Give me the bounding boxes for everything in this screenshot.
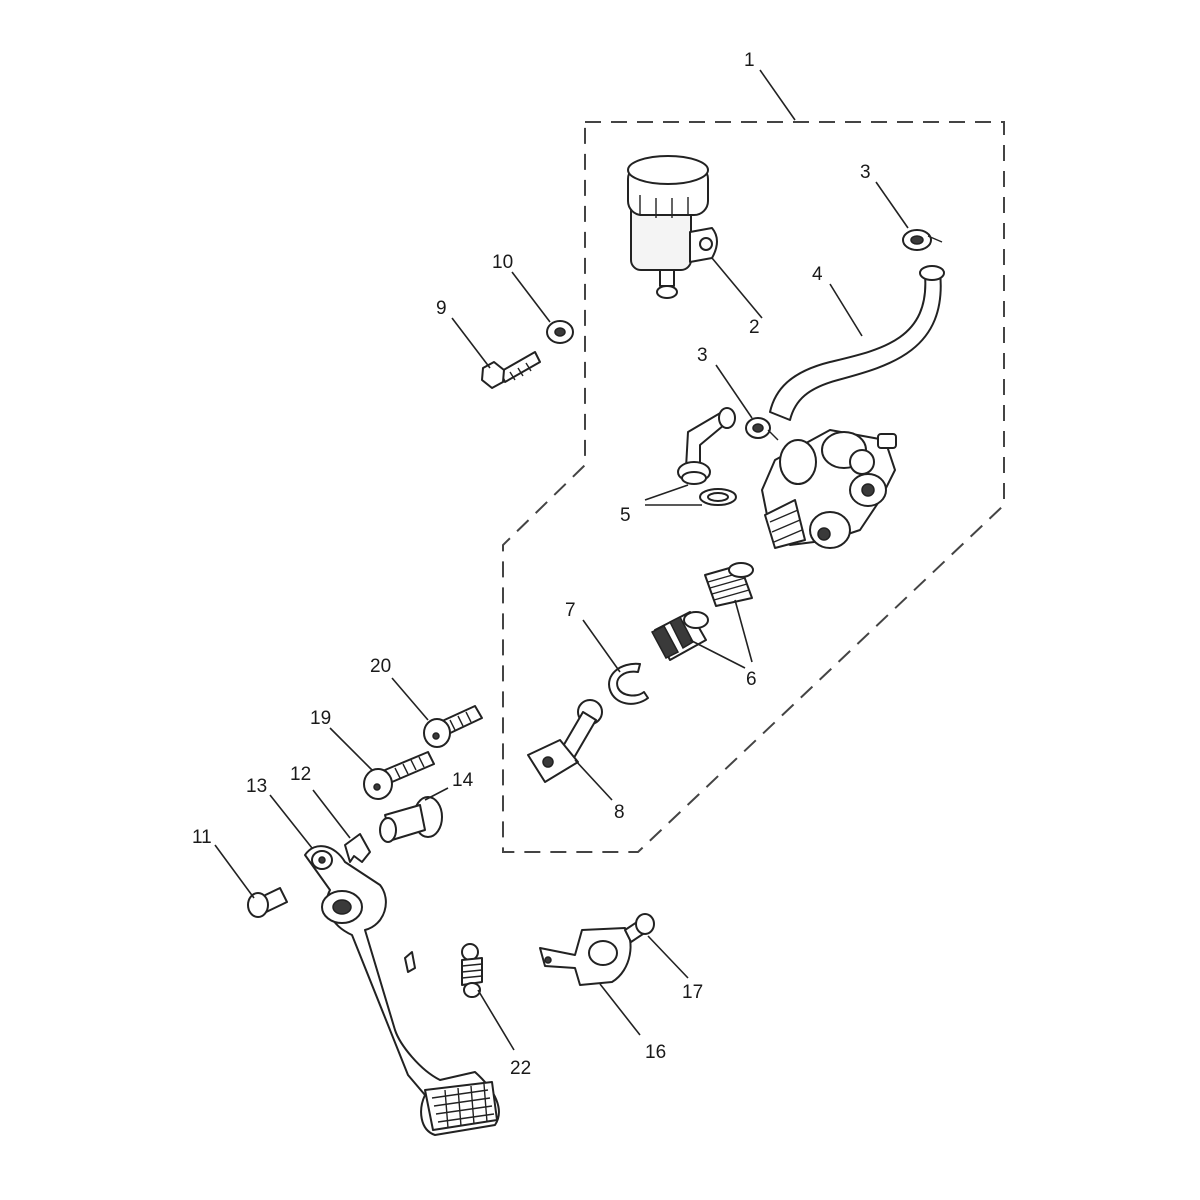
part-hose-clip-lower — [745, 417, 779, 441]
part-circlip — [608, 662, 649, 705]
leader-lines — [214, 69, 909, 1051]
callout-12: 12 — [290, 764, 311, 785]
callout-4: 4 — [812, 264, 823, 285]
callout-6: 6 — [746, 669, 757, 690]
callout-19: 19 — [310, 708, 331, 729]
callout-14: 14 — [452, 770, 474, 791]
callout-11: 11 — [192, 827, 212, 848]
callout-22: 22 — [510, 1058, 531, 1079]
assembly-boundary — [502, 121, 1005, 853]
part-brake-pedal — [304, 845, 500, 1136]
callout-7: 7 — [565, 600, 576, 621]
part-hose-clip-upper — [902, 229, 943, 251]
callout-13: 13 — [246, 776, 267, 797]
callout-16: 16 — [645, 1042, 666, 1063]
part-master-cylinder — [761, 429, 897, 549]
part-return-spring — [461, 943, 483, 998]
part-piston — [650, 611, 709, 661]
callout-1: 1 — [744, 50, 755, 71]
part-hose — [769, 265, 945, 421]
part-reservoir — [627, 155, 718, 299]
part-bolt-9 — [481, 351, 541, 389]
part-washer-10 — [546, 320, 574, 344]
callout-5: 5 — [620, 505, 631, 526]
callout-3-upper: 3 — [860, 162, 871, 183]
part-screw-17 — [624, 913, 655, 943]
callout-2: 2 — [749, 317, 760, 338]
part-pin-11 — [247, 887, 288, 918]
callout-20: 20 — [370, 656, 391, 677]
part-pivot-pin — [379, 796, 443, 843]
callout-9: 9 — [436, 298, 447, 319]
callout-17: 17 — [682, 982, 703, 1003]
part-bolt-19 — [363, 751, 435, 800]
callout-3-lower: 3 — [697, 345, 708, 366]
callout-8: 8 — [614, 802, 625, 823]
part-push-rod — [527, 699, 603, 783]
callout-labels: 1 2 3 3 4 5 6 7 8 9 10 11 12 13 14 16 17… — [192, 50, 871, 1079]
part-clip-12 — [344, 833, 371, 863]
part-spring — [704, 562, 754, 607]
part-mounting-bracket — [539, 927, 632, 986]
part-bolt-20 — [423, 705, 483, 748]
callout-10: 10 — [492, 252, 513, 273]
part-elbow-fitting — [677, 407, 737, 506]
